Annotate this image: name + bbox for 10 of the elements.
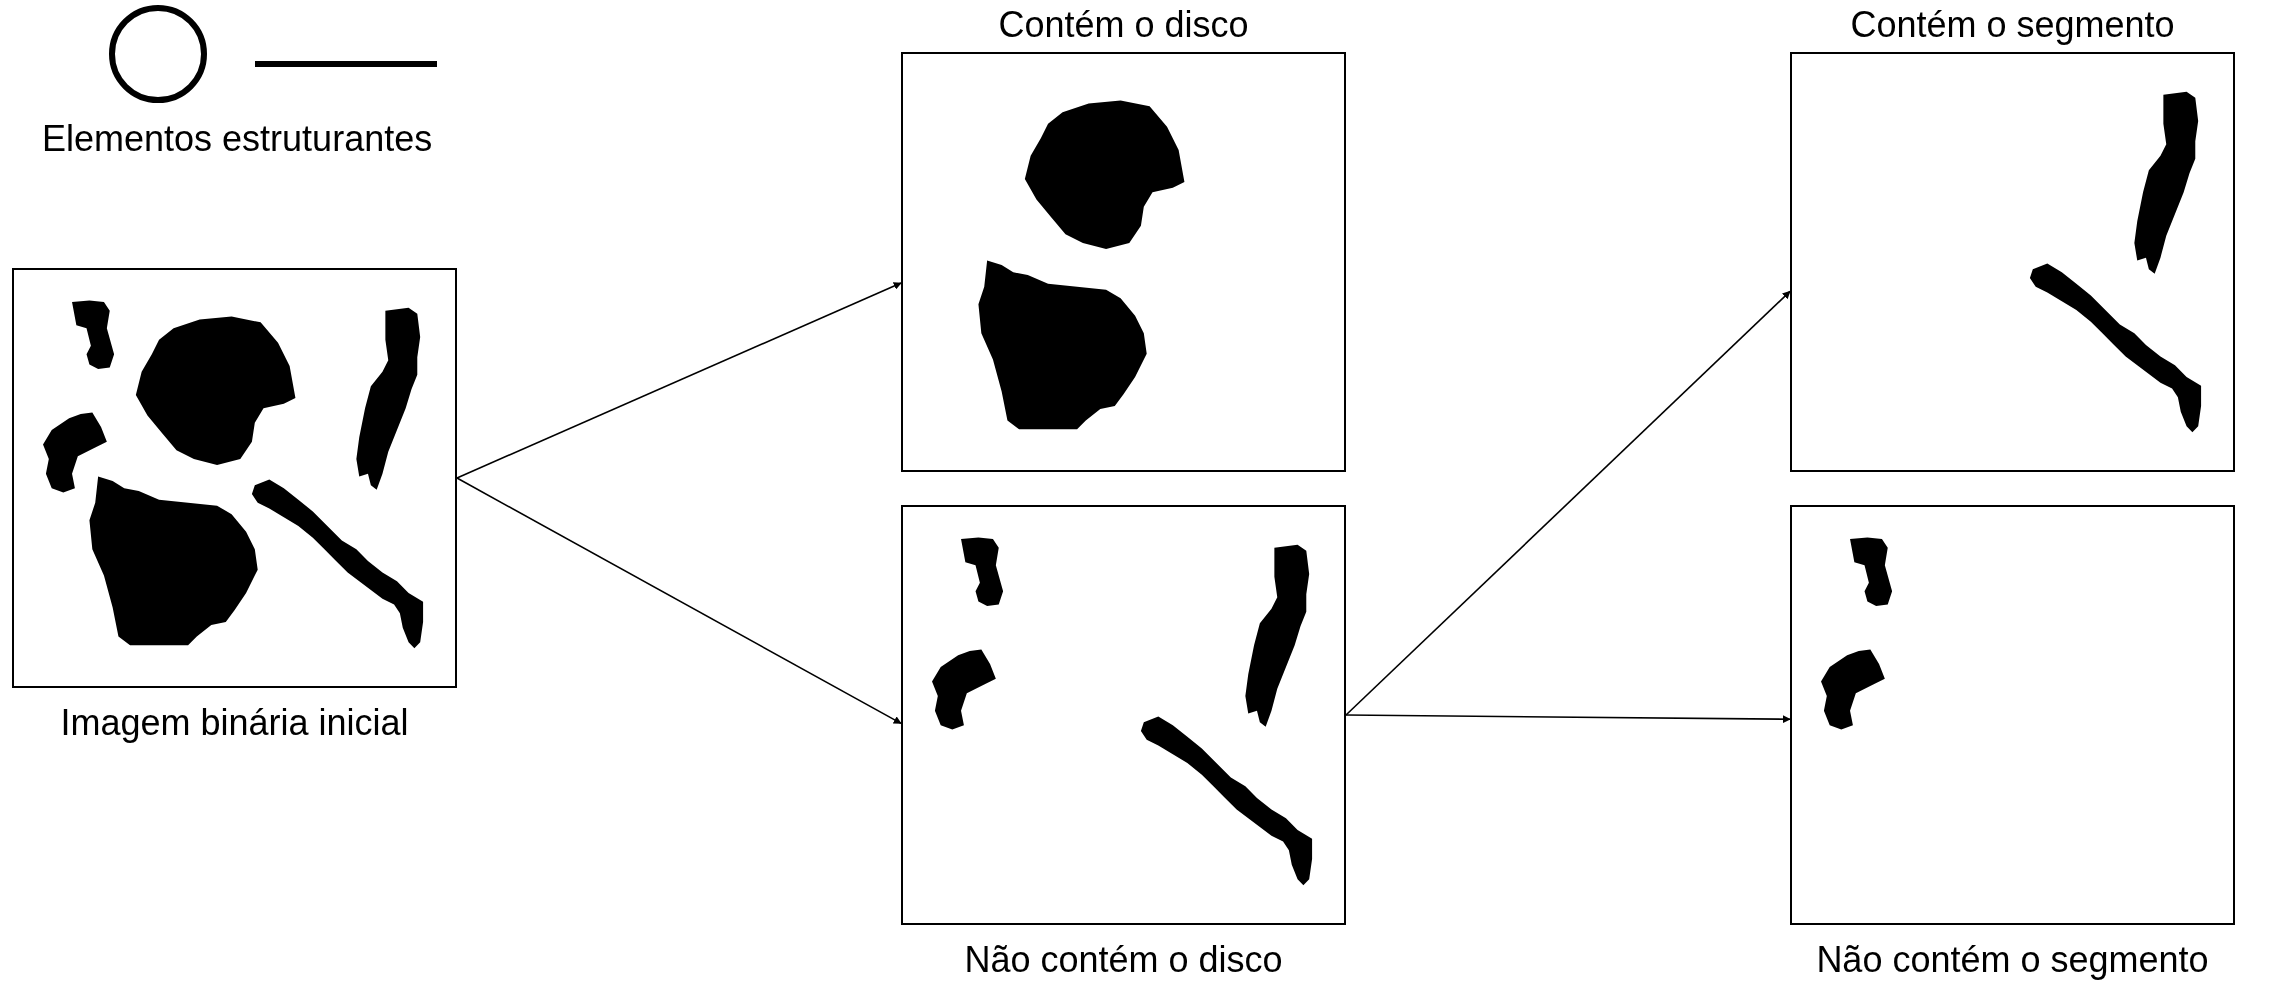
image-caption: Contém o disco <box>998 4 1249 46</box>
arrow <box>456 477 902 725</box>
arrow <box>456 282 902 479</box>
image-caption: Não contém o segmento <box>1816 939 2209 981</box>
structuring-elements-label: Elementos estruturantes <box>42 118 433 160</box>
image-caption: Contém o segmento <box>1850 4 2175 46</box>
arrow <box>1345 290 1791 716</box>
image-caption: Imagem binária inicial <box>60 702 409 744</box>
image-caption: Não contém o disco <box>964 939 1283 981</box>
arrow <box>1345 714 1791 724</box>
